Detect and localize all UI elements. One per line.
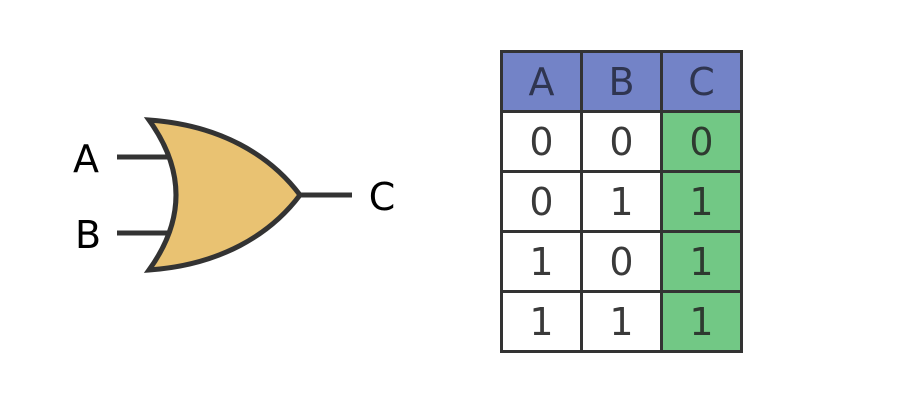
input-a-label: A [73, 137, 99, 181]
cell-c: 0 [660, 110, 743, 173]
cell-a: 1 [500, 230, 583, 293]
header-b: B [580, 50, 663, 113]
cell-b: 0 [580, 230, 663, 293]
cell-b: 1 [580, 290, 663, 353]
input-b-label: B [75, 213, 101, 257]
cell-c: 1 [660, 170, 743, 233]
truth-table: A B C 0 0 0 0 1 1 1 0 1 1 1 1 [500, 50, 743, 353]
cell-a: 0 [500, 110, 583, 173]
cell-c: 1 [660, 230, 743, 293]
or-gate-diagram: A B C [73, 117, 396, 273]
cell-b: 1 [580, 170, 663, 233]
cell-a: 0 [500, 170, 583, 233]
cell-a: 1 [500, 290, 583, 353]
or-gate-body [143, 117, 304, 273]
header-c: C [660, 50, 743, 113]
header-a: A [500, 50, 583, 113]
table-row: 1 0 1 [500, 230, 743, 293]
output-c-label: C [369, 175, 396, 219]
cell-b: 0 [580, 110, 663, 173]
table-row: 1 1 1 [500, 290, 743, 353]
table-row: 0 0 0 [500, 110, 743, 173]
cell-c: 1 [660, 290, 743, 353]
truth-table-header-row: A B C [500, 50, 743, 113]
table-row: 0 1 1 [500, 170, 743, 233]
